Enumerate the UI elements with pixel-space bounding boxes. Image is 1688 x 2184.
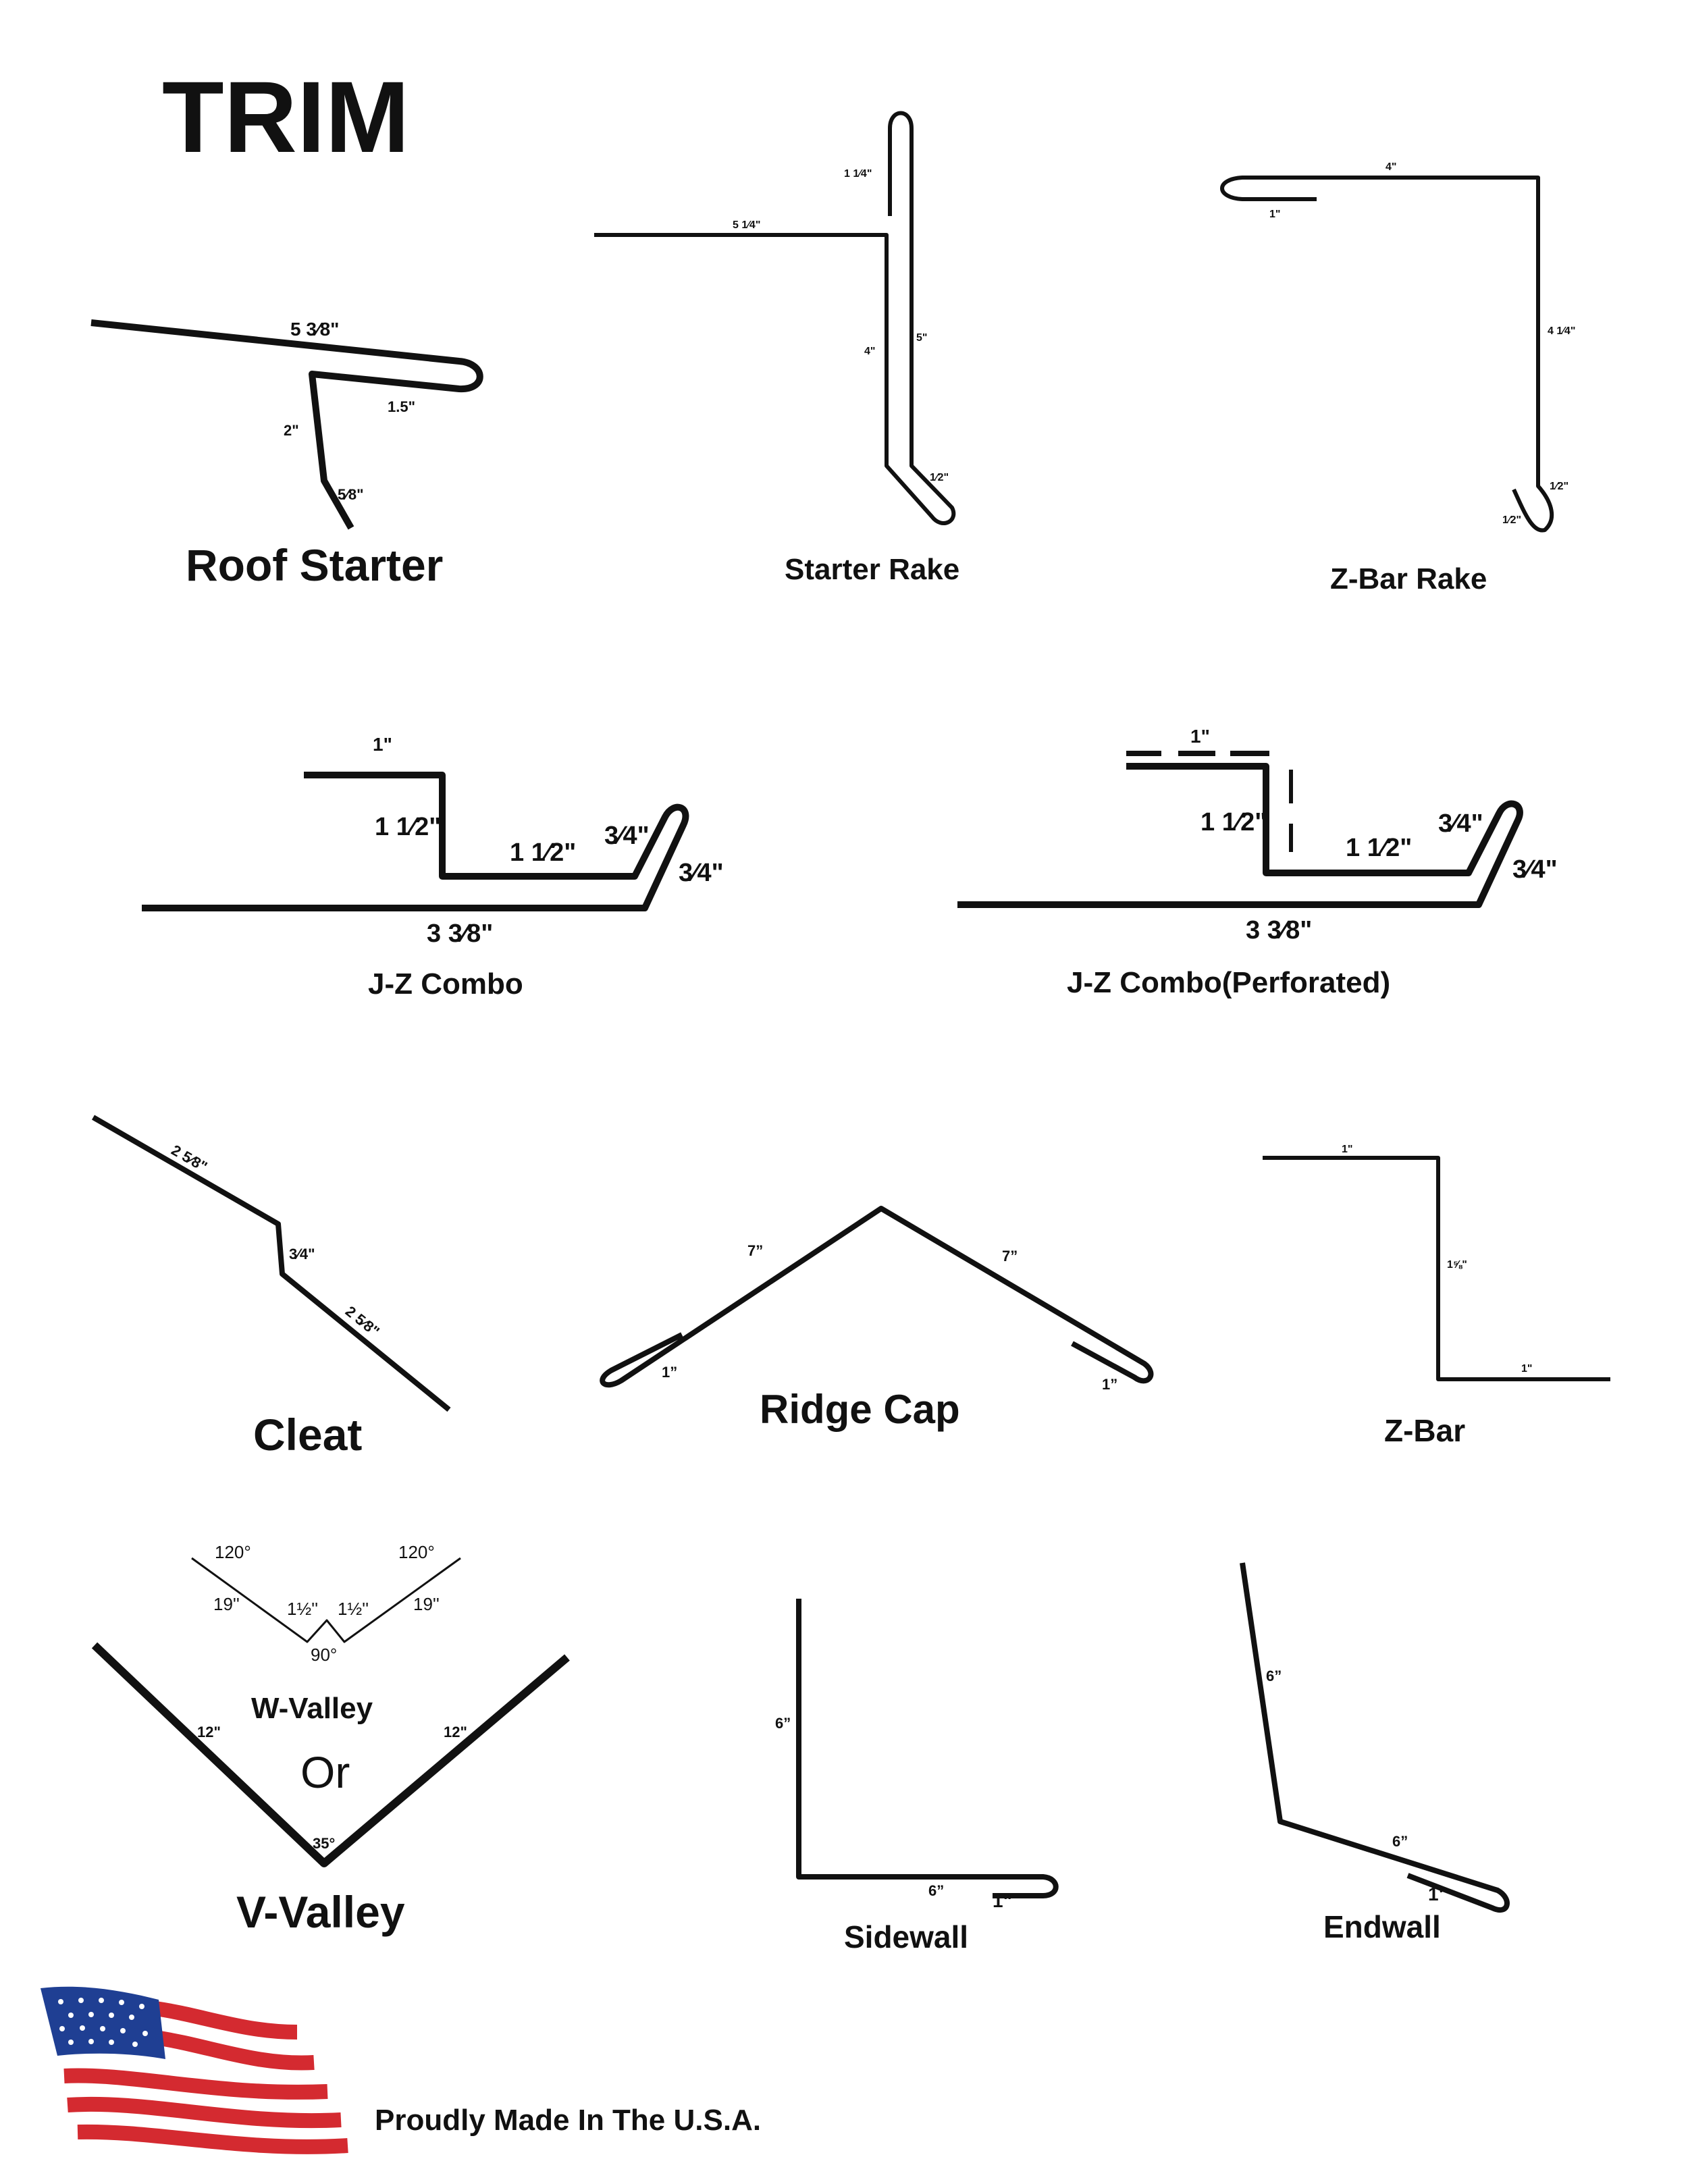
- starter-rake-dim-outer: 5": [916, 332, 927, 344]
- z-bar-dim-bottom: 1": [1521, 1363, 1532, 1375]
- roof-starter-profile: 5 3⁄8" 1.5" 2" 5⁄8" Roof Starter: [90, 319, 483, 590]
- american-flag-icon: [40, 1986, 352, 2154]
- z-bar-rake-profile: 4" 1" 4 1⁄4" 1⁄2" 1⁄2" Z-Bar Rake: [1220, 161, 1575, 595]
- sidewall-dim-hem: 1": [993, 1890, 1012, 1911]
- starter-rake-dim-inner: 4": [864, 346, 875, 357]
- jz-combo-dim-hem: 3⁄4": [679, 859, 724, 887]
- ridge-cap-label: Ridge Cap: [760, 1387, 960, 1432]
- v-valley-label: V-Valley: [236, 1887, 405, 1937]
- w-valley-dim-panel-right: 19'': [413, 1594, 440, 1614]
- jz-combo-perforated-dim-hem: 3⁄4": [1512, 855, 1558, 884]
- v-valley-dim-right: 12": [444, 1724, 467, 1740]
- z-bar-profile: 1" 1⅝" 1" Z-Bar: [1263, 1144, 1610, 1448]
- v-valley-dim-angle: 35°: [313, 1835, 335, 1852]
- w-valley-dim-panel-left: 19'': [213, 1594, 240, 1614]
- jz-combo-perforated-dim-lip: 3⁄4": [1438, 809, 1483, 838]
- endwall-dim-hem: 1": [1428, 1884, 1448, 1905]
- sidewall-profile: 6” 6” 1" Sidewall: [775, 1599, 1059, 1954]
- footer-text: Proudly Made In The U.S.A.: [375, 2104, 761, 2137]
- v-valley-profile: 12" 12" 35° V-Valley: [91, 1642, 570, 1937]
- z-bar-rake-label: Z-Bar Rake: [1330, 562, 1487, 595]
- z-bar-dim-leg: 1⅝": [1447, 1259, 1467, 1271]
- ridge-cap-dim-left-hem: 1”: [662, 1364, 677, 1381]
- w-valley-profile: 120° 120° 19'' 1½'' 1½'' 19'' 90° W-Vall…: [191, 1542, 461, 1725]
- or-text: Or: [300, 1747, 350, 1797]
- cleat-dim-step: 3⁄4": [289, 1246, 315, 1262]
- w-valley-dim-angle-left: 120°: [215, 1542, 251, 1562]
- jz-combo-dim-top: 1": [373, 734, 392, 755]
- sidewall-label: Sidewall: [844, 1919, 968, 1954]
- z-bar-rake-dim-kick: 1⁄2": [1550, 481, 1568, 492]
- w-valley-dim-center-angle: 90°: [311, 1645, 337, 1665]
- ridge-cap-dim-left: 7”: [747, 1242, 763, 1259]
- w-valley-dim-rib-right: 1½'': [338, 1599, 369, 1619]
- sidewall-dim-wall: 6”: [775, 1715, 791, 1732]
- z-bar-label: Z-Bar: [1384, 1413, 1465, 1448]
- jz-combo-perforated-profile: 1" 1 1⁄2" 1 1⁄2" 3⁄4" 3⁄4" 3 3⁄8" J-Z Co…: [957, 726, 1558, 999]
- starter-rake-dim-kick: 1⁄2": [930, 472, 949, 483]
- jz-combo-perforated-dim-base: 1 1⁄2": [1346, 834, 1412, 862]
- endwall-dim-base: 6”: [1392, 1833, 1408, 1850]
- z-bar-rake-dim-hook: 1⁄2": [1502, 514, 1521, 526]
- roof-starter-dim-hem: 1.5": [388, 398, 415, 415]
- z-bar-rake-dim-top: 4": [1386, 161, 1396, 173]
- jz-combo-perforated-dim-drop: 1 1⁄2": [1201, 808, 1267, 836]
- starter-rake-label: Starter Rake: [785, 553, 959, 586]
- z-bar-dim-top: 1": [1342, 1144, 1352, 1155]
- ridge-cap-dim-right: 7”: [1002, 1248, 1018, 1264]
- z-bar-rake-dim-hem: 1": [1269, 209, 1280, 220]
- jz-combo-label: J-Z Combo: [368, 967, 523, 1001]
- roof-starter-dim-top: 5 3⁄8": [290, 319, 339, 340]
- cleat-profile: 2 5⁄8" 3⁄4" 2 5⁄8" Cleat: [92, 1115, 451, 1460]
- starter-rake-dim-flange: 5 1⁄4": [733, 219, 760, 231]
- page-title: TRIM: [162, 60, 410, 174]
- w-valley-label: W-Valley: [251, 1692, 373, 1725]
- roof-starter-dim-kick: 5⁄8": [338, 486, 364, 503]
- jz-combo-perforated-dim-top: 1": [1190, 726, 1210, 747]
- jz-combo-dim-lip: 3⁄4": [604, 822, 650, 850]
- starter-rake-profile: 1 1⁄4" 5 1⁄4" 4" 5" 1⁄2" Starter Rake: [594, 111, 959, 586]
- jz-combo-dim-drop: 1 1⁄2": [375, 813, 441, 841]
- sidewall-dim-base: 6”: [928, 1882, 944, 1899]
- endwall-profile: 6” 6” 1" Endwall: [1240, 1562, 1510, 1944]
- jz-combo-dim-flange: 3 3⁄8": [427, 920, 493, 948]
- starter-rake-dim-top: 1 1⁄4": [844, 168, 872, 180]
- v-valley-dim-left: 12": [197, 1724, 221, 1740]
- jz-combo-profile: 1" 1 1⁄2" 1 1⁄2" 3⁄4" 3⁄4" 3 3⁄8" J-Z Co…: [142, 734, 724, 1001]
- endwall-label: Endwall: [1323, 1909, 1441, 1944]
- cleat-label: Cleat: [253, 1410, 362, 1460]
- w-valley-dim-angle-right: 120°: [398, 1542, 435, 1562]
- jz-combo-perforated-dim-flange: 3 3⁄8": [1246, 916, 1312, 944]
- ridge-cap-dim-right-hem: 1”: [1102, 1376, 1117, 1393]
- jz-combo-dim-base: 1 1⁄2": [510, 838, 576, 867]
- z-bar-rake-dim-leg: 4 1⁄4": [1548, 325, 1575, 337]
- cleat-dim-lower: 2 5⁄8": [342, 1302, 383, 1339]
- endwall-dim-wall: 6”: [1266, 1668, 1282, 1684]
- roof-starter-dim-leg: 2": [284, 422, 299, 439]
- roof-starter-label: Roof Starter: [186, 540, 443, 590]
- jz-combo-perforated-label: J-Z Combo(Perforated): [1067, 966, 1390, 999]
- w-valley-dim-rib-left: 1½'': [287, 1599, 318, 1619]
- ridge-cap-profile: 7” 7” 1” 1” Ridge Cap: [600, 1206, 1154, 1432]
